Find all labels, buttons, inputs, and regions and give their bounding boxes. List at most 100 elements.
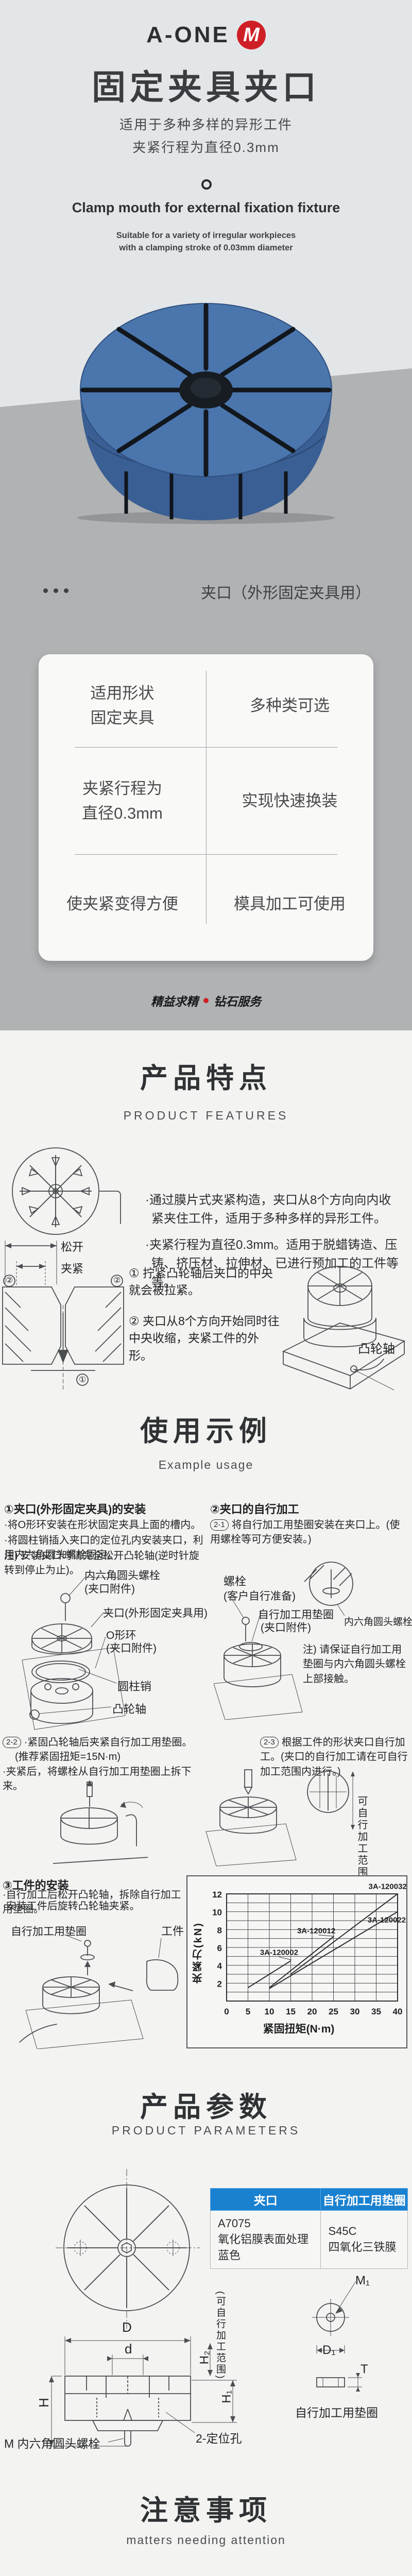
label-T: T xyxy=(360,2362,368,2376)
svg-text:25: 25 xyxy=(329,2007,338,2016)
features-subtitle: PRODUCT FEATURES xyxy=(123,1109,289,1122)
chart-xlabel: 紧固扭矩(N·m) xyxy=(263,2023,335,2035)
materials-header-washer: 自行加工用垫圈 xyxy=(320,2188,408,2211)
jaw-top-view-drawing xyxy=(56,2169,200,2329)
label-H2: H₂ xyxy=(197,2350,212,2365)
usage-step3-b1: ·自行加工后松开凸轮轴，拆除自行加工用垫圈。 xyxy=(3,1889,181,1916)
washer-install-diagram xyxy=(214,1562,353,1720)
product-image xyxy=(77,303,335,524)
svg-text:10: 10 xyxy=(212,1908,222,1918)
jaw-front-view-drawing xyxy=(49,2336,237,2447)
label-H: H xyxy=(36,2398,52,2408)
features-title: 产品特点 xyxy=(140,1063,272,1094)
card-divider-vertical xyxy=(206,671,207,924)
materials-jaw: A7075 氧化铝膜表面处理 蓝色 xyxy=(210,2210,321,2269)
svg-text:3A-120032: 3A-120032 xyxy=(369,1882,406,1891)
svg-text:35: 35 xyxy=(371,2007,381,2016)
svg-text:4: 4 xyxy=(217,1961,222,1971)
label-oring-sub: (夹口附件) xyxy=(106,1642,157,1654)
card-cell-quick: 实现快速换装 xyxy=(242,791,338,810)
svg-text:6: 6 xyxy=(217,1943,222,1953)
label-selfwasher: 自行加工用垫圈 xyxy=(258,1609,334,1621)
svg-text:3A-120022: 3A-120022 xyxy=(368,1916,406,1924)
hero-en-subtitle-2: with a clamping stroke of 0.03mm diamete… xyxy=(119,243,293,252)
marker-2-right: ② xyxy=(113,1276,121,1285)
card-cell-stroke: 夹紧行程为直径0.3mm xyxy=(82,779,163,822)
label-washer-d3: 自行加工用垫圈 xyxy=(11,1926,87,1938)
label-washer-caption: 自行加工用垫圈 xyxy=(295,2406,378,2419)
svg-text:40: 40 xyxy=(393,2007,403,2016)
svg-text:5: 5 xyxy=(246,2007,250,2016)
badge-2-2: 2-2 xyxy=(3,1737,21,1748)
label-selfwasher-sub: (夹口附件) xyxy=(261,1622,311,1634)
brand-logo: A-ONE M xyxy=(0,21,412,49)
brand-name: A-ONE xyxy=(146,22,230,47)
label-D1: D₁ xyxy=(322,2343,336,2357)
brand-tagline: 精益求精钻石服务 xyxy=(151,995,261,1008)
svg-text:2: 2 xyxy=(217,1979,222,1989)
feature-bullet-1: ·通过膜片式夹紧构造，夹口从8个方向向内收紧夹住工件，适用于多种多样的异形工件。 xyxy=(145,1193,391,1226)
highlight-card: 适用形状固定夹具 多种类可选 夹紧行程为直径0.3mm 实现快速换装 使夹紧变得… xyxy=(39,654,373,961)
marker-1: ① xyxy=(79,1376,87,1384)
feature-step-2: ② 夹口从8个方向开始同时往中央收缩，夹紧工件的外形。 xyxy=(129,1314,280,1362)
hero-en-title: Clamp mouth for external fixation fixtur… xyxy=(72,200,340,215)
materials-table: 夹口 自行加工用垫圈 A7075 氧化铝膜表面处理 蓝色 S45C 四氧化三铁膜 xyxy=(210,2188,408,2269)
card-divider-h1 xyxy=(75,747,337,748)
label-release: 松开 xyxy=(61,1241,84,1253)
label-cam-2: 凸轮轴 xyxy=(112,1703,147,1716)
usage-step1-heading: ①夹口(外形固定夹具)的安装 xyxy=(4,1503,146,1516)
features-bullets: ·通过膜片式夹紧构造，夹口从8个方向向内收紧夹住工件，适用于多种多样的异形工件。… xyxy=(145,1191,399,1299)
label-jaw: 夹口(外形固定夹具用) xyxy=(103,1607,208,1619)
washer-drawing xyxy=(312,2281,362,2392)
feature-step-1: ① 拧紧凸轮轴后夹口的中央就会被拉紧。 xyxy=(129,1266,273,1297)
badge-2-1: 2-1 xyxy=(210,1519,229,1531)
label-positioning-holes: 2-定位孔 xyxy=(196,2432,242,2445)
badge-2-3: 2-3 xyxy=(260,1737,279,1748)
usage-subtitle: Example usage xyxy=(158,1458,254,1471)
label-machining-range: 可自行加工范围 xyxy=(356,1795,367,1878)
label-M-bolt: M 内六角圆头螺栓 xyxy=(4,2437,100,2450)
usage-title: 使用示例 xyxy=(140,1416,272,1447)
label-clamp: 夹紧 xyxy=(61,1262,84,1275)
label-H2-note: (可自行加工范围) xyxy=(215,2291,226,2380)
usage-step1-note: 注) 安装夹口时请完全松开凸轮轴(逆时针旋转到停止为止)。 xyxy=(4,1550,199,1577)
hero-caption: 夹口（外形固定夹具用） xyxy=(201,585,371,602)
label-M1: M₁ xyxy=(355,2274,370,2287)
materials-header-jaw: 夹口 xyxy=(210,2188,321,2211)
svg-text:10: 10 xyxy=(265,2007,274,2016)
usage-step2-heading: ②夹口的自行加工 xyxy=(210,1503,299,1516)
usage-step2-2: 2-2·紧固凸轮轴后夹紧自行加工用垫圈。 (推荐紧固扭矩=15N·m) ·夹紧后… xyxy=(3,1737,193,1792)
parameters-title: 产品参数 xyxy=(140,2092,272,2123)
attention-title: 注意事项 xyxy=(140,2495,272,2526)
workpiece-install-diagram xyxy=(19,1934,179,2049)
label-hex-bolt-sub: (夹口附件) xyxy=(84,1583,135,1595)
svg-text:3A-120002: 3A-120002 xyxy=(260,1948,298,1957)
attention-subtitle: matters needing attention xyxy=(126,2533,286,2547)
hero-subtitle-1: 适用于多种多样的异形工件 xyxy=(119,117,293,132)
usage-step3-b2: ·安装工件后旋转凸轮轴夹紧。 xyxy=(3,1901,140,1912)
label-H1: H₁ xyxy=(219,2390,234,2403)
label-hex-bolt: 内六角圆头螺栓 xyxy=(84,1570,160,1582)
label-pin: 圆柱销 xyxy=(117,1680,152,1693)
card-divider-h2 xyxy=(75,854,337,855)
label-hex-bolt-right: 内六角圆头螺栓 xyxy=(344,1617,412,1628)
label-workpiece: 工件 xyxy=(161,1925,184,1938)
bolt-remove-diagram xyxy=(53,1780,148,1864)
card-cell-mold: 模具加工可使用 xyxy=(234,895,346,913)
label-cam-shaft: 凸轮轴 xyxy=(358,1342,395,1356)
brand-mark-icon: M xyxy=(236,21,266,49)
svg-text:12: 12 xyxy=(212,1890,222,1900)
jaw-install-diagram xyxy=(22,1577,126,1730)
red-dot-icon xyxy=(203,998,209,1003)
membrane-wheel-diagram xyxy=(12,1147,121,1235)
cam-clamp-diagram xyxy=(282,1266,406,1391)
usage-step1-b1: ·将O形环安装在形状固定夹具上面的槽内。 xyxy=(4,1519,201,1531)
page-title: 固定夹具夹口 xyxy=(92,68,320,106)
label-bolt: 螺栓 xyxy=(224,1575,247,1588)
marker-2-left: ② xyxy=(6,1276,13,1285)
svg-text:30: 30 xyxy=(350,2007,360,2016)
